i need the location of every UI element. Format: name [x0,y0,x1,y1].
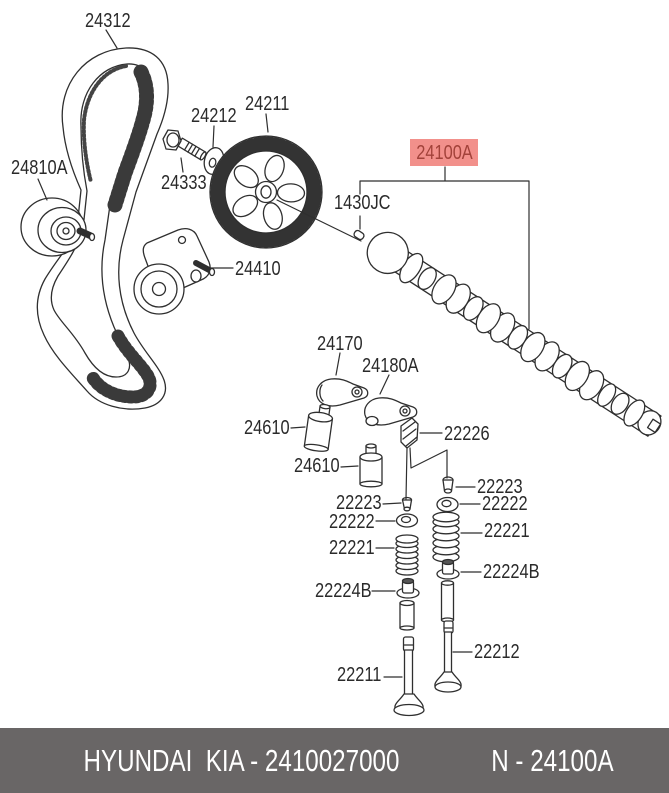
part-label-24100a-text: 24100A [415,141,473,164]
footer-bar: HYUNDAI KIA - 2410027000 N - 24100A [0,728,669,793]
leader-lines [37,29,483,678]
part-label-24810a[interactable]: 24810A [11,157,68,179]
cotter-22226-drawing [400,417,419,449]
part-label-24180a[interactable]: 24180A [362,355,419,377]
rocker-arm-24180a-drawing [364,397,418,427]
part-label-24333[interactable]: 24333 [161,172,207,194]
part-label-24610-lower[interactable]: 24610 [294,455,340,477]
idler-pulley-drawing [20,197,96,257]
tappet-24610-lower-drawing [359,443,383,488]
footer-brand-part-number: HYUNDAI KIA - 2410027000 [83,742,400,778]
valve-seal-right-drawing [436,558,460,580]
part-label-24312[interactable]: 24312 [85,10,131,32]
cam-sprocket-drawing [209,135,323,249]
valve-spring-right-drawing [432,511,460,563]
part-label-24100a-highlighted[interactable]: 24100A [410,139,478,166]
part-label-22226[interactable]: 22226 [444,423,490,445]
belt-tensioner-drawing [133,228,216,315]
part-label-24212[interactable]: 24212 [191,105,237,127]
part-label-22211[interactable]: 22211 [337,664,382,686]
diagram-canvas [20,29,662,717]
valve-guide-right-drawing [440,580,455,623]
valve-seal-left-drawing [396,577,420,599]
valve-spring-left-drawing [395,534,419,576]
mounting-bolt-drawing [162,129,207,161]
part-label-22221-left[interactable]: 22221 [329,537,375,559]
part-label-22223-left[interactable]: 22223 [336,492,382,514]
timing-belt-drawing [36,47,169,410]
part-label-22223-right[interactable]: 22223 [477,476,523,498]
spring-retainer-right-drawing [436,496,459,513]
footer-reference-number: N - 24100A [490,742,614,778]
callout-bracket-24100a [359,166,530,330]
part-label-22221-right[interactable]: 22221 [484,520,530,542]
part-label-22222-left[interactable]: 22222 [329,511,375,533]
dowel-pin-drawing [353,229,365,241]
part-label-24410[interactable]: 24410 [235,258,281,280]
valve-lock-right-drawing [442,476,454,494]
part-label-22224b-right[interactable]: 22224B [483,561,540,583]
part-label-24170[interactable]: 24170 [317,333,363,355]
spring-retainer-left-drawing [395,513,419,528]
part-label-24211[interactable]: 24211 [245,93,290,115]
valve-guide-left-drawing [399,599,415,631]
part-label-22222-right[interactable]: 22222 [482,493,528,515]
rocker-arm-24170-drawing [316,378,369,407]
camshaft-drawing [366,231,662,437]
valve-22212-drawing [434,620,462,693]
valve-22211-drawing [393,636,425,717]
part-label-22212[interactable]: 22212 [474,641,520,663]
tappet-24610-upper-drawing [303,403,334,452]
part-label-1430jc[interactable]: 1430JC [334,192,391,214]
valve-lock-left-drawing [401,496,413,512]
part-label-22224b-left[interactable]: 22224B [315,580,372,602]
part-label-24610-upper[interactable]: 24610 [244,417,290,439]
